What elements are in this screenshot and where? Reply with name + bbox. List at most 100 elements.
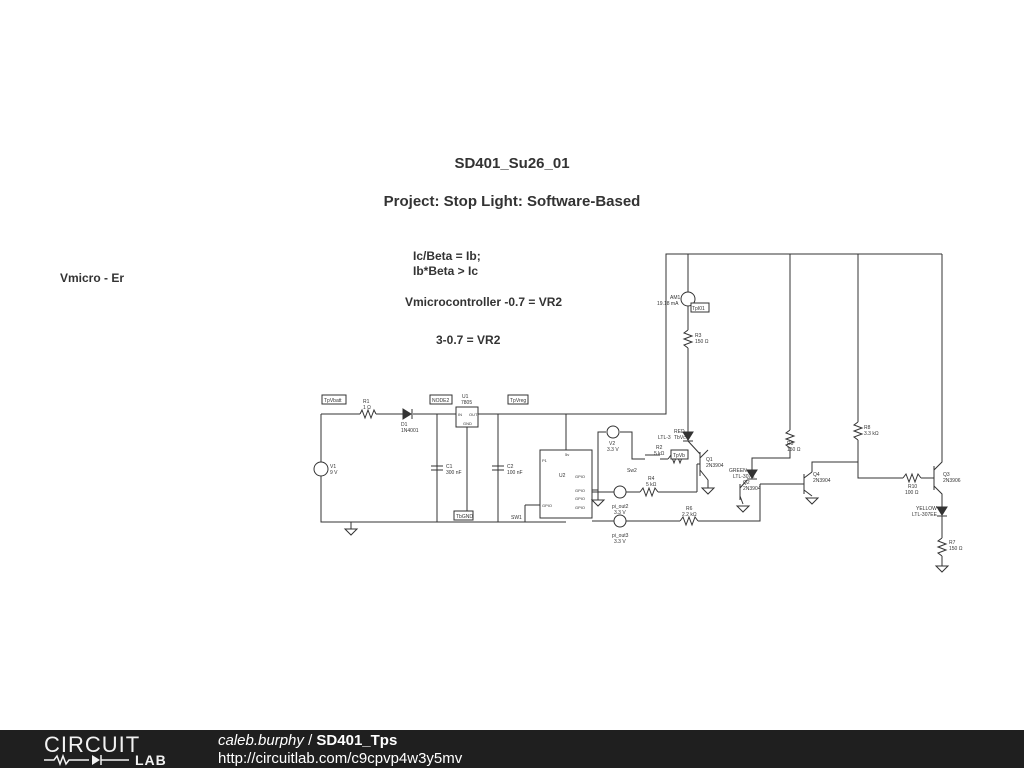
label-piout3-val: 3.3 V (614, 539, 626, 545)
label-u2-p1: P1 (542, 458, 548, 463)
resistor-r7 (936, 537, 948, 557)
probe-tbgnd-flag (453, 510, 474, 521)
diode-d1 (402, 408, 412, 420)
footer-username[interactable]: caleb.burphy (218, 732, 304, 749)
wire-q3-collector (933, 485, 943, 507)
ground-symbol-5 (804, 497, 820, 505)
label-piout2-val: 3.3 V (614, 510, 626, 516)
probe-tpvbatt-flag (321, 394, 347, 405)
label-d1-val: 1N4001 (401, 428, 419, 434)
project-subtitle: Project: Stop Light: Software-Based (383, 193, 641, 210)
label-c2-name: C2 (507, 464, 514, 470)
label-red-name: RED (674, 429, 685, 435)
label-v2-val: 3.3 V (607, 447, 619, 453)
wire-v2 (592, 431, 606, 491)
circuitlab-logo-top: CIRCUIT (44, 732, 141, 757)
label-yellow-name: YELLOW (916, 506, 937, 512)
label-v2-name: V2 (609, 441, 615, 447)
label-r1-name: R1 (363, 399, 370, 405)
label-piout3-name: pi_out3 (612, 533, 629, 539)
label-r4-name: R4 (648, 476, 655, 482)
source-piout2 (613, 485, 627, 499)
wire-r5-green (751, 448, 791, 470)
source-piout3 (613, 514, 627, 528)
regulator-u1 (455, 406, 479, 428)
probe-tpvreg-flag (507, 394, 529, 405)
label-q3-val: 2N3906 (943, 478, 961, 484)
probe-node2-flag (429, 394, 453, 405)
label-u2-gpo3: GPIO (575, 496, 585, 501)
source-v2 (606, 425, 620, 439)
label-v1-name: V1 (330, 464, 336, 470)
label-q2-name: Q2 (743, 480, 750, 486)
probe-tpvreg: TpVreg (510, 398, 526, 404)
label-q1-name: Q1 (706, 457, 713, 463)
circuitlab-logo-bottom: LAB (135, 752, 167, 768)
schematic-title: SD401_Su26_01 (454, 155, 570, 172)
wire-v2-sw2 (620, 431, 640, 460)
resistor-r3 (682, 329, 694, 349)
note-eq1: Ic/Beta = Ib; (413, 249, 481, 263)
label-u1-gnd: GND (463, 421, 472, 426)
wire-ground-bus (320, 414, 566, 523)
ground-symbol-4 (735, 505, 751, 513)
resistor-r5 (784, 429, 796, 449)
label-v1-val: 9 V (330, 470, 338, 476)
probe-tbgnd: TbGND (456, 514, 473, 520)
label-r1-val: 1 Ω (363, 405, 371, 411)
probe-node2: NODE2 (432, 398, 449, 404)
wire-r8-r10 (857, 440, 903, 479)
resistor-r10 (902, 472, 922, 484)
battery-v1 (313, 461, 329, 477)
label-yellow-val: LTL-307EE (912, 512, 938, 518)
note-eq4: 3-0.7 = VR2 (436, 333, 501, 347)
wire-q3-emitter (933, 254, 943, 471)
label-u2-5v: 5v (565, 452, 569, 457)
label-c1-name: C1 (446, 464, 453, 470)
label-r7-val: 150 Ω (949, 546, 963, 552)
label-u1-name: U1 (462, 394, 469, 400)
probe-tpvbatt: TpVbatt (324, 398, 342, 404)
label-green-name: GREEN (729, 468, 747, 474)
probe-tpi01: TpI01 (692, 306, 705, 312)
ground-symbol-1 (343, 528, 359, 536)
label-u2-gpo1: GPIO (575, 474, 585, 479)
label-r2-val: 5 kΩ (654, 451, 665, 457)
label-r8-name: R8 (864, 425, 871, 431)
transistor-q2-collector (739, 479, 748, 489)
resistor-r1 (359, 408, 377, 420)
label-u2-gpio: GPIO (542, 503, 552, 508)
label-sw1: SW1 (511, 515, 522, 521)
footer-project-name[interactable]: SD401_Tps (316, 732, 398, 749)
label-r3-name: R3 (695, 333, 702, 339)
label-r4-val: 5 kΩ (646, 482, 657, 488)
footer-url-link[interactable]: http://circuitlab.com/c9cpvp4w3y5mv (218, 750, 463, 767)
footer-bar: CIRCUIT LAB caleb.burphy / SD401_Tps htt… (0, 730, 1024, 768)
label-r3-val: 150 Ω (695, 339, 709, 345)
led-yellow (936, 506, 948, 516)
label-c1-val: 300 nF (446, 470, 462, 476)
footer-user-line: caleb.burphy / SD401_Tps (218, 732, 397, 749)
label-u2-gpo2: GPIO (575, 488, 585, 493)
label-c2-val: 100 nF (507, 470, 523, 476)
label-r7-name: R7 (949, 540, 956, 546)
label-r6-val: 2.2 kΩ (682, 512, 697, 518)
label-am1-val: 19.18 mA (657, 301, 679, 307)
ground-symbol-3 (700, 487, 716, 495)
wire-red-q1 (687, 440, 701, 455)
transistor-q4-e (803, 489, 813, 497)
probe-tpi01-flag (690, 302, 710, 313)
label-d1-name: D1 (401, 422, 408, 428)
resistor-r6 (679, 515, 699, 527)
wire-top-rail (566, 253, 942, 415)
led-red (682, 431, 694, 441)
label-piout2-name: pi_out2 (612, 504, 629, 510)
transistor-q1-collector (699, 449, 709, 459)
label-r6-name: R6 (686, 506, 693, 512)
label-r5-name: R5 (787, 441, 794, 447)
transistor-q1-emitter (699, 469, 709, 481)
footer-separator: / (303, 732, 317, 749)
transistor-q4-c (803, 471, 813, 479)
label-red-val: LTL-3 (658, 435, 671, 441)
ground-symbol-6 (934, 565, 950, 573)
